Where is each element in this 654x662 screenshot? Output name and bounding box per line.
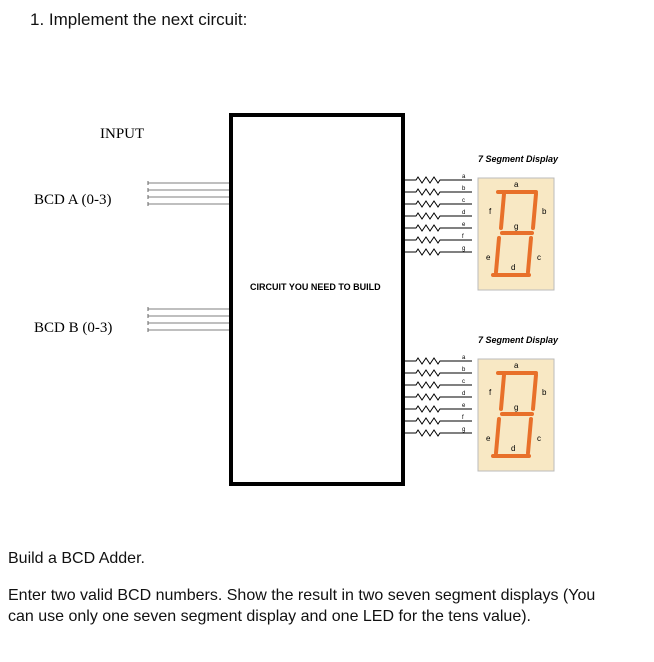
display-top-title: 7 Segment Display bbox=[478, 154, 559, 164]
resistor bbox=[403, 405, 472, 413]
resistor bbox=[403, 369, 472, 377]
resistor bbox=[403, 381, 472, 389]
segment-e bbox=[494, 236, 501, 274]
segment-letter: g bbox=[514, 222, 518, 231]
segment-letter: d bbox=[511, 444, 515, 453]
bcd-b-label: BCD B (0-3) bbox=[34, 320, 112, 336]
pin-label: d bbox=[462, 391, 465, 397]
pin-label: c bbox=[462, 379, 465, 385]
circuit-box bbox=[229, 113, 405, 486]
resistor bbox=[403, 248, 472, 256]
paragraph-build: Build a BCD Adder. bbox=[8, 550, 145, 567]
pin-label: f bbox=[462, 234, 464, 240]
resistor bbox=[403, 212, 472, 220]
segment-letter: g bbox=[514, 403, 518, 412]
bcd-a-wires bbox=[147, 181, 231, 206]
resistor bbox=[403, 393, 472, 401]
segment-letter: c bbox=[537, 434, 541, 443]
segment-letter: d bbox=[511, 263, 515, 272]
resistor bbox=[403, 188, 472, 196]
resistor bbox=[403, 224, 472, 232]
pin-label: c bbox=[462, 198, 465, 204]
pin-label: g bbox=[462, 427, 465, 433]
pin-label: b bbox=[462, 367, 466, 373]
segment-e bbox=[494, 417, 501, 455]
pin-label: a bbox=[462, 355, 466, 361]
segment-letter: e bbox=[486, 434, 491, 443]
bcd-b-wires bbox=[147, 307, 231, 332]
resistor bbox=[403, 357, 472, 365]
segment-letter: b bbox=[542, 207, 547, 216]
question-heading: 1. Implement the next circuit: bbox=[30, 10, 248, 29]
segment-f bbox=[499, 192, 506, 230]
segment-letter: a bbox=[514, 180, 519, 189]
display-bottom-title: 7 Segment Display bbox=[478, 335, 559, 345]
segment-f bbox=[499, 373, 506, 411]
resistor bbox=[403, 429, 472, 437]
circuit-label: CIRCUIT YOU NEED TO BUILD bbox=[250, 282, 381, 292]
seven-segment-display-top: a b c d e f g bbox=[477, 177, 555, 291]
segment-letter: e bbox=[486, 253, 491, 262]
segment-letter: b bbox=[542, 388, 547, 397]
resistor bbox=[403, 200, 472, 208]
resistor bbox=[403, 176, 472, 184]
segment-c bbox=[526, 236, 533, 274]
pin-label: a bbox=[462, 174, 466, 180]
segment-b bbox=[531, 192, 538, 230]
pin-label: e bbox=[462, 403, 466, 409]
pin-label: f bbox=[462, 415, 464, 421]
segment-letter: c bbox=[537, 253, 541, 262]
input-label: INPUT bbox=[100, 126, 144, 142]
seven-segment-display-bottom: a b c d e f g bbox=[477, 358, 555, 472]
pin-label: e bbox=[462, 222, 466, 228]
pin-label: d bbox=[462, 210, 465, 216]
segment-letter: a bbox=[514, 361, 519, 370]
resistor bbox=[403, 417, 472, 425]
bcd-a-label: BCD A (0-3) bbox=[34, 192, 112, 208]
pin-label: b bbox=[462, 186, 466, 192]
paragraph-instructions: Enter two valid BCD numbers. Show the re… bbox=[8, 587, 596, 625]
segment-letter: f bbox=[489, 388, 492, 397]
segment-letter: f bbox=[489, 207, 492, 216]
pin-label: g bbox=[462, 246, 465, 252]
segment-b bbox=[531, 373, 538, 411]
segment-c bbox=[526, 417, 533, 455]
resistor bbox=[403, 236, 472, 244]
